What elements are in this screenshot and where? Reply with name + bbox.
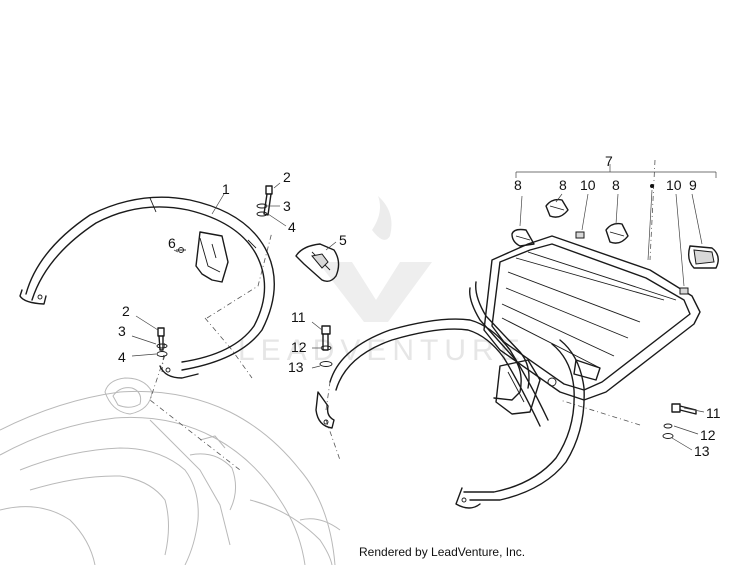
- callout-3-top: 3: [283, 198, 291, 214]
- part-10-caps: [575, 231, 689, 295]
- callout-1: 1: [222, 181, 230, 197]
- callout-2-top: 2: [283, 169, 291, 185]
- callout-11-mid: 11: [291, 309, 306, 325]
- callout-10-a: 10: [580, 177, 596, 193]
- scooter-body-outline: [0, 377, 341, 565]
- hardware-left: [156, 185, 697, 439]
- callout-8-c: 8: [612, 177, 620, 193]
- callout-10-b: 10: [666, 177, 682, 193]
- part-1-grab-handle: [19, 196, 275, 379]
- callout-4-left: 4: [118, 349, 126, 365]
- leader-lines: [131, 182, 705, 451]
- callout-12-mid: 12: [291, 339, 307, 355]
- callout-labels: 1 2 3 4 5 6 2 3 4 11 12 13 7 8 8 10 8 10…: [118, 153, 721, 459]
- callout-13-right: 13: [694, 443, 710, 459]
- callout-8-a: 8: [514, 177, 522, 193]
- callout-8-b: 8: [559, 177, 567, 193]
- callout-5: 5: [339, 232, 347, 248]
- watermark-logo: LEADVENTURE: [238, 196, 526, 367]
- watermark-wordmark: LEADVENTURE: [238, 334, 526, 367]
- rendered-by-footer: Rendered by LeadVenture, Inc.: [359, 545, 526, 559]
- callout-9: 9: [689, 177, 697, 193]
- callout-12-right: 12: [700, 427, 716, 443]
- group-7-bracket: [515, 164, 717, 188]
- assembly-lines: [149, 159, 656, 471]
- part-8-clips: [511, 198, 629, 247]
- callout-4-top: 4: [288, 219, 296, 235]
- callout-2-left: 2: [122, 303, 130, 319]
- callout-11-right: 11: [706, 405, 721, 421]
- callout-6: 6: [168, 235, 176, 251]
- part-9-end-cap: [687, 245, 719, 269]
- part-5-cover: [295, 243, 340, 283]
- callout-3-left: 3: [118, 323, 126, 339]
- part-7-luggage-rack: [315, 235, 701, 509]
- part-6-bracket: [176, 231, 229, 283]
- callout-13-mid: 13: [288, 359, 304, 375]
- callout-7: 7: [605, 153, 613, 169]
